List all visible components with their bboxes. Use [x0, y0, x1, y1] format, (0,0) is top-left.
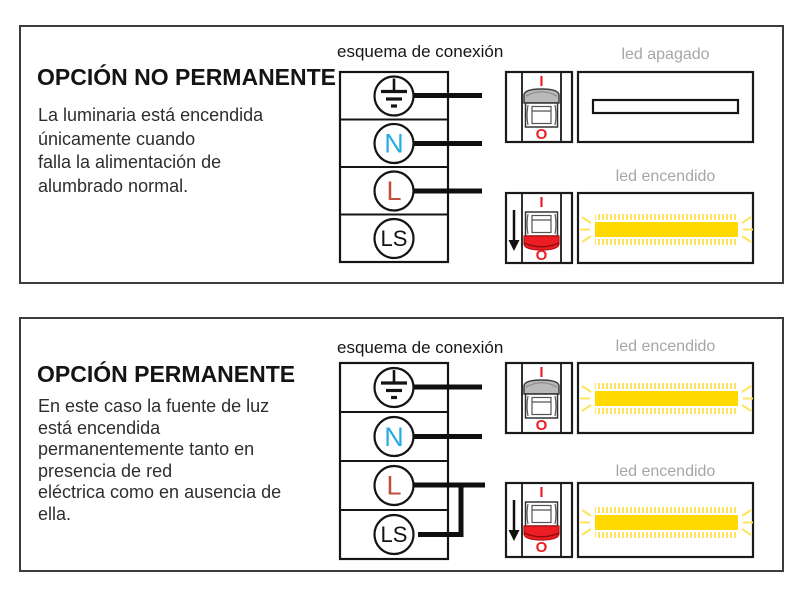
ls-terminal: LS [373, 217, 415, 260]
line-terminal: L [373, 170, 415, 212]
description-text: En este caso la fuente de luz está encen… [38, 396, 281, 525]
switch-off-mark: O [536, 417, 548, 434]
schema-label: esquema de conexión [337, 42, 504, 61]
down-arrow-icon [508, 500, 520, 541]
svg-text:L: L [386, 471, 401, 501]
rocker-up [523, 88, 560, 128]
description-line: alumbrado normal. [38, 175, 189, 196]
page-title: OPCIÓN NO PERMANENTE [37, 64, 337, 90]
schema-label: esquema de conexión [337, 338, 504, 357]
terminal-block: N L LS [338, 70, 482, 264]
luminaire [576, 70, 755, 144]
terminal-block: N L LS [338, 361, 485, 561]
panel-permanente: OPCIÓN PERMANENTE En este caso la fuente… [19, 317, 784, 572]
luminaire [576, 361, 755, 435]
led-glow [580, 383, 753, 414]
led-state-label: led encendido [615, 463, 716, 480]
description-line: presencia de red [38, 460, 173, 481]
svg-text:LS: LS [381, 226, 408, 251]
neutral-terminal: N [373, 415, 415, 458]
description-line: permanentemente tanto en [38, 439, 255, 459]
switch-off-mark: O [536, 126, 548, 143]
rocker-up [523, 379, 560, 419]
led-bar-on [595, 391, 738, 406]
led-glow [580, 214, 753, 245]
svg-text:LS: LS [381, 522, 408, 547]
led-bar-on [595, 222, 738, 237]
led-bar-on [595, 515, 738, 530]
ls-terminal: LS [373, 513, 415, 556]
switch-off-mark: O [536, 247, 548, 264]
earth-terminal [373, 366, 415, 409]
description-line: La luminaria está encendida [38, 105, 264, 125]
led-state-label: led encendido [615, 168, 716, 185]
rocker-down [523, 501, 560, 541]
connection-diagram: N L LS I [338, 361, 755, 561]
led-state-label: led apagado [621, 46, 710, 63]
switch-on-mark: I [539, 194, 543, 211]
description-line: únicamente cuando [38, 128, 196, 149]
rocker-switch-down: I O [504, 191, 574, 265]
svg-text:N: N [384, 422, 404, 452]
description-line: falla la alimentación de [38, 152, 222, 172]
description-line: eléctrica como en ausencia de [38, 482, 282, 502]
rocker-switch-down: I O [504, 481, 574, 559]
led-state-label: led encendido [615, 338, 716, 355]
page-title: OPCIÓN PERMANENTE [37, 361, 296, 387]
switch-on-mark: I [539, 73, 543, 90]
switch-on-mark: I [539, 364, 543, 381]
earth-terminal [373, 75, 415, 117]
rocker-switch-up: I O [504, 361, 574, 435]
rocker-switch-up: I O [504, 70, 574, 144]
down-arrow-icon [508, 210, 520, 251]
svg-text:N: N [384, 129, 404, 159]
description-line: está encendida [38, 417, 161, 438]
line-terminal: L [373, 464, 415, 507]
luminaire [576, 191, 755, 265]
earth-icon [381, 78, 407, 108]
switch-on-mark: I [539, 484, 543, 501]
switch-off-mark: O [536, 539, 548, 556]
earth-icon [381, 370, 407, 400]
description-text: La luminaria está encendida únicamente c… [38, 104, 263, 198]
description-line: ella. [38, 503, 72, 524]
led-glow [580, 507, 753, 538]
description-line: En este caso la fuente de luz [38, 396, 270, 416]
connection-diagram: N L LS I [338, 70, 755, 265]
panel-no-permanente: OPCIÓN NO PERMANENTE La luminaria está e… [19, 25, 784, 284]
svg-text:L: L [386, 176, 401, 206]
rocker-down [523, 211, 560, 251]
led-bar-off [591, 98, 740, 115]
luminaire [576, 481, 755, 559]
neutral-terminal: N [373, 122, 415, 165]
